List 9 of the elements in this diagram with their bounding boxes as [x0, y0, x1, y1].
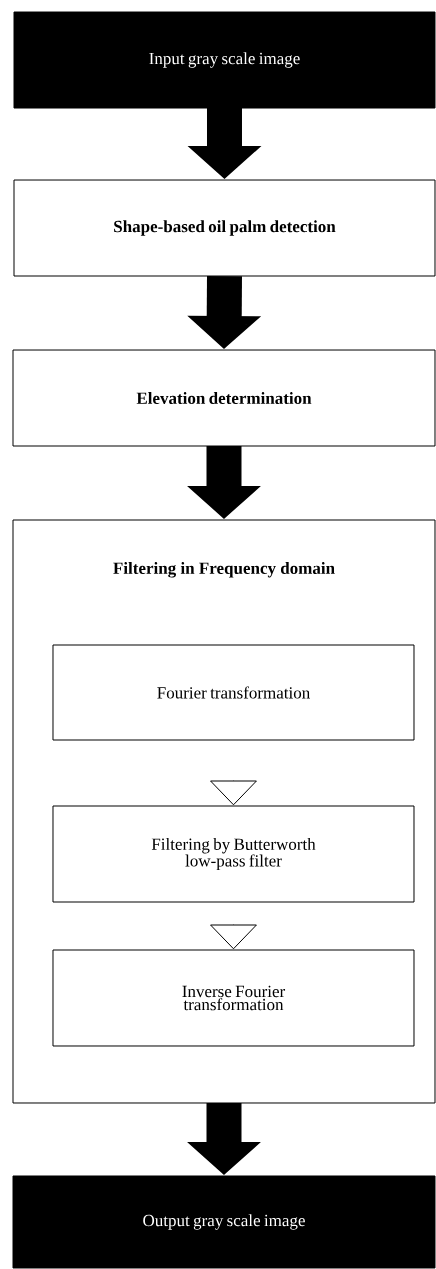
- process-box: Elevation determination: [12, 349, 436, 447]
- triangle-arrow: [210, 924, 257, 950]
- triangle-arrow: [210, 780, 257, 806]
- process-box: Filtering by Butterworth low-pass filter: [52, 805, 415, 903]
- process-box: Inverse Fourier transformation: [52, 949, 415, 1047]
- process-box: Fourier transformation: [52, 644, 415, 741]
- input-box: Input gray scale image: [13, 11, 436, 109]
- process-box: Shape-based oil palm detection: [13, 179, 436, 277]
- output-box: Output gray scale image: [12, 1175, 436, 1269]
